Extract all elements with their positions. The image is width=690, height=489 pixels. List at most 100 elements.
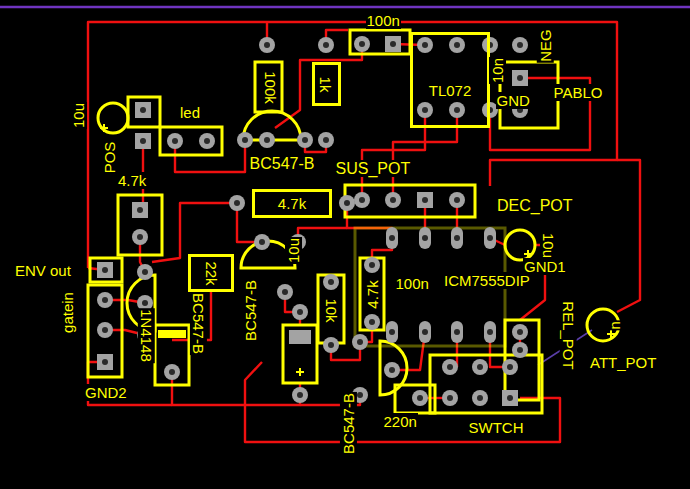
silkscreen-label: 4.7k	[364, 279, 381, 309]
resistor-outline: 22k	[188, 254, 234, 292]
drill-hole	[507, 395, 513, 401]
silkscreen-label: PABLO	[553, 84, 604, 101]
drill-hole	[142, 300, 148, 306]
drill-hole	[477, 395, 483, 401]
polarity-mark	[289, 330, 311, 344]
solder-pad	[97, 262, 113, 278]
solder-pad	[352, 334, 368, 350]
round-pad	[472, 359, 488, 375]
square-pad	[512, 70, 528, 86]
drill-hole	[264, 137, 270, 143]
drill-hole	[359, 197, 365, 203]
round-pad	[259, 37, 275, 53]
solder-pad	[297, 132, 313, 148]
oval-pad	[451, 227, 463, 249]
silkscreen-outline	[160, 127, 222, 155]
round-pad	[502, 359, 518, 375]
solder-pad	[259, 37, 275, 53]
solder-pad	[484, 321, 496, 343]
silkscreen-label: BC547-B	[241, 279, 258, 342]
round-pad	[97, 322, 113, 338]
drill-hole	[477, 364, 483, 370]
solder-pad	[449, 102, 465, 118]
solder-pad	[512, 342, 528, 358]
copper-trace	[617, 160, 640, 312]
part-value: TL072	[428, 82, 473, 99]
silkscreen-label: 4.7k	[117, 172, 147, 189]
solder-pad	[451, 321, 463, 343]
oval-pad	[484, 227, 496, 249]
drill-hole	[297, 309, 303, 315]
drill-hole	[447, 364, 453, 370]
round-pad	[482, 37, 498, 53]
silkscreen-outline	[118, 195, 162, 255]
solder-pad	[318, 37, 334, 53]
drill-hole	[517, 75, 523, 81]
silkscreen-label: 1N4148	[137, 308, 154, 363]
square-pad	[417, 192, 433, 208]
silkscreen-label: 220n	[383, 413, 418, 430]
silkscreen-label: REL_POT	[560, 300, 577, 370]
solder-pad	[385, 36, 401, 52]
silkscreen-label: ICM7555DIP	[443, 272, 531, 289]
solder-pad	[135, 133, 151, 149]
solder-pad	[449, 37, 465, 53]
silkscreen-label: 100n	[366, 12, 401, 29]
oval-pad	[451, 321, 463, 343]
oval-pad	[386, 321, 398, 343]
solder-pad	[259, 132, 275, 148]
round-pad	[354, 192, 370, 208]
oval-pad	[419, 321, 431, 343]
round-pad	[167, 133, 183, 149]
silkscreen-label: ENV out	[14, 262, 72, 279]
copper-trace	[88, 22, 617, 268]
drill-hole	[142, 269, 148, 275]
plus-mark	[100, 124, 108, 132]
drill-hole	[517, 347, 523, 353]
round-pad	[292, 387, 308, 403]
drill-hole	[487, 235, 493, 241]
drill-hole	[507, 364, 513, 370]
drill-hole	[102, 359, 108, 365]
drill-hole	[172, 138, 178, 144]
drill-hole	[302, 137, 308, 143]
round-pad	[354, 36, 370, 52]
solder-pad	[412, 390, 428, 406]
plus-marks	[100, 124, 615, 378]
drill-hole	[390, 41, 396, 47]
plus-mark	[296, 368, 304, 376]
drill-hole	[369, 319, 375, 325]
silkscreen-outline	[318, 275, 344, 343]
round-pad	[364, 257, 380, 273]
silkscreen-label: 100n	[395, 275, 430, 292]
solder-pad	[482, 37, 498, 53]
round-pad	[297, 132, 313, 148]
round-pad	[323, 274, 339, 290]
solder-pad	[292, 304, 308, 320]
drill-hole	[137, 234, 143, 240]
solder-pad	[135, 102, 151, 118]
round-pad	[449, 102, 465, 118]
silkscreen-outline	[88, 285, 122, 377]
drill-hole	[369, 262, 375, 268]
solder-pad	[167, 133, 183, 149]
silkscreen-label: BC547-B	[189, 292, 206, 355]
silkscreen-label: 10u	[540, 231, 557, 258]
drill-hole	[137, 207, 143, 213]
round-pad	[199, 133, 215, 149]
solder-pad	[323, 274, 339, 290]
silkscreen-label: 10k	[323, 297, 340, 323]
round-pad	[472, 390, 488, 406]
silkscreen-label: led	[179, 104, 201, 121]
solder-pad	[229, 195, 245, 211]
drill-hole	[282, 289, 288, 295]
square-pad	[385, 36, 401, 52]
drill-hole	[517, 329, 523, 335]
silkscreen-label: NEG	[536, 28, 553, 63]
drill-hole	[417, 395, 423, 401]
solder-pad	[97, 292, 113, 308]
silkscreen-label: SWTCH	[468, 419, 525, 436]
drill-hole	[454, 197, 460, 203]
round-pad	[512, 37, 528, 53]
drill-hole	[323, 137, 329, 143]
